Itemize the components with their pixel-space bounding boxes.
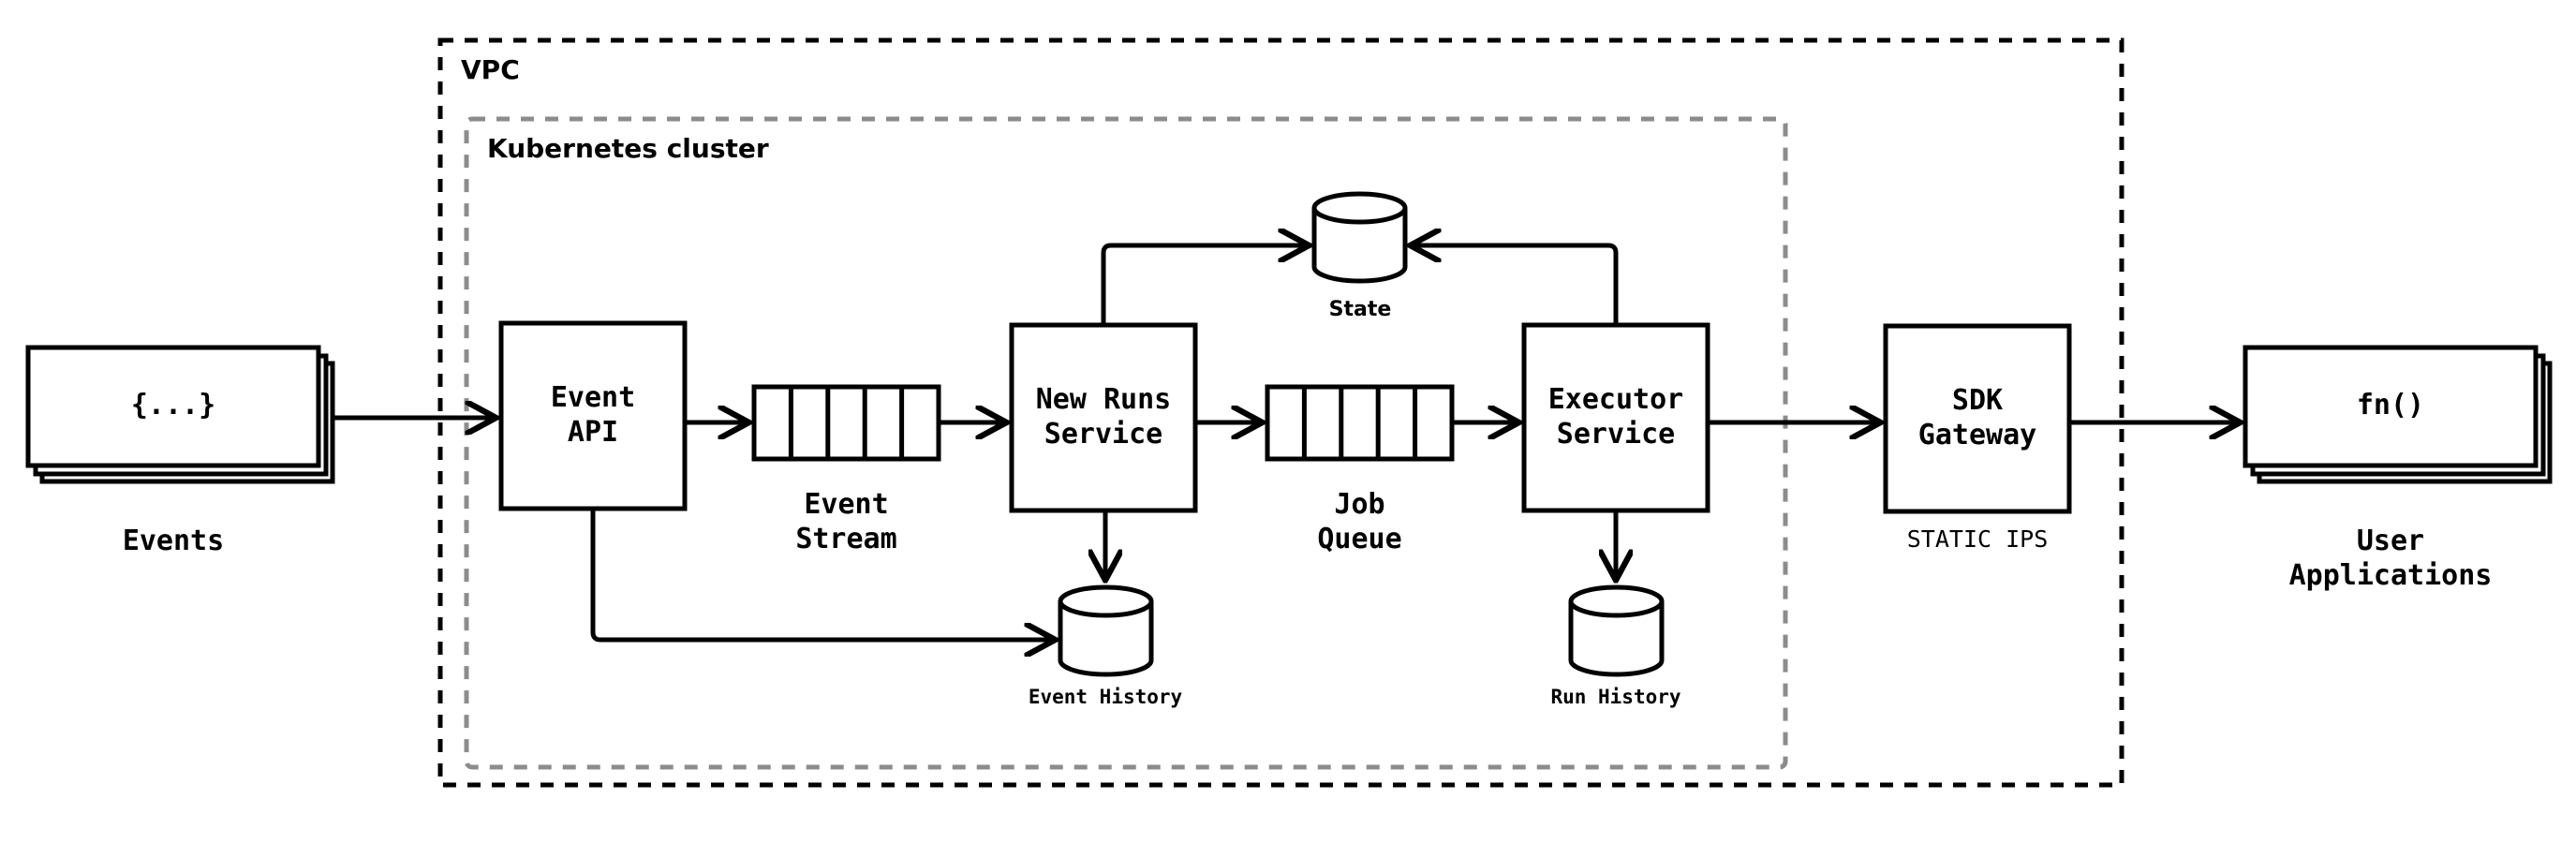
event-api-box	[498, 320, 688, 511]
job-queue-caption: Job Queue	[1317, 488, 1402, 555]
state-cylinder	[1311, 191, 1408, 284]
edge-event-api-to-event-history	[590, 509, 1054, 640]
run-history-cylinder	[1568, 584, 1665, 677]
job-queue-queue	[1265, 384, 1455, 462]
edge-new-runs-to-state	[1101, 245, 1308, 325]
new-runs-service-text: New Runs Service	[1035, 383, 1172, 451]
sdk-gateway-box	[1883, 323, 2072, 514]
run-history-caption: Run History	[1550, 686, 1681, 708]
new-runs-service-box	[1009, 322, 1198, 513]
state-caption: State	[1328, 298, 1392, 321]
event-api-text: Event API	[550, 381, 636, 449]
zone-vpc-border	[437, 37, 2124, 788]
user-apps-front-card	[2243, 345, 2539, 468]
sdk-gateway-caption: STATIC IPS	[1906, 525, 2049, 553]
zone-vpc-label: VPC	[461, 54, 520, 85]
executor-service-box	[1521, 322, 1710, 513]
event-history-caption: Event History	[1028, 686, 1183, 708]
user-apps-card-text: fn()	[2356, 389, 2425, 422]
events-caption: Events	[122, 525, 225, 557]
events-front-card	[25, 345, 321, 468]
event-stream-queue	[751, 384, 941, 462]
sdk-gateway-text: SDK Gateway	[1917, 384, 2037, 451]
user-apps-caption: User Applications	[2288, 525, 2493, 592]
zone-k8s-label: Kubernetes cluster	[487, 133, 769, 164]
events-card-text: {...}	[130, 389, 216, 422]
zone-k8s-border	[464, 116, 1788, 770]
event-stream-caption: Event Stream	[795, 488, 897, 555]
executor-service-text: Executor Service	[1547, 383, 1684, 451]
edge-executor-to-state	[1412, 245, 1619, 325]
event-history-cylinder	[1058, 584, 1154, 677]
